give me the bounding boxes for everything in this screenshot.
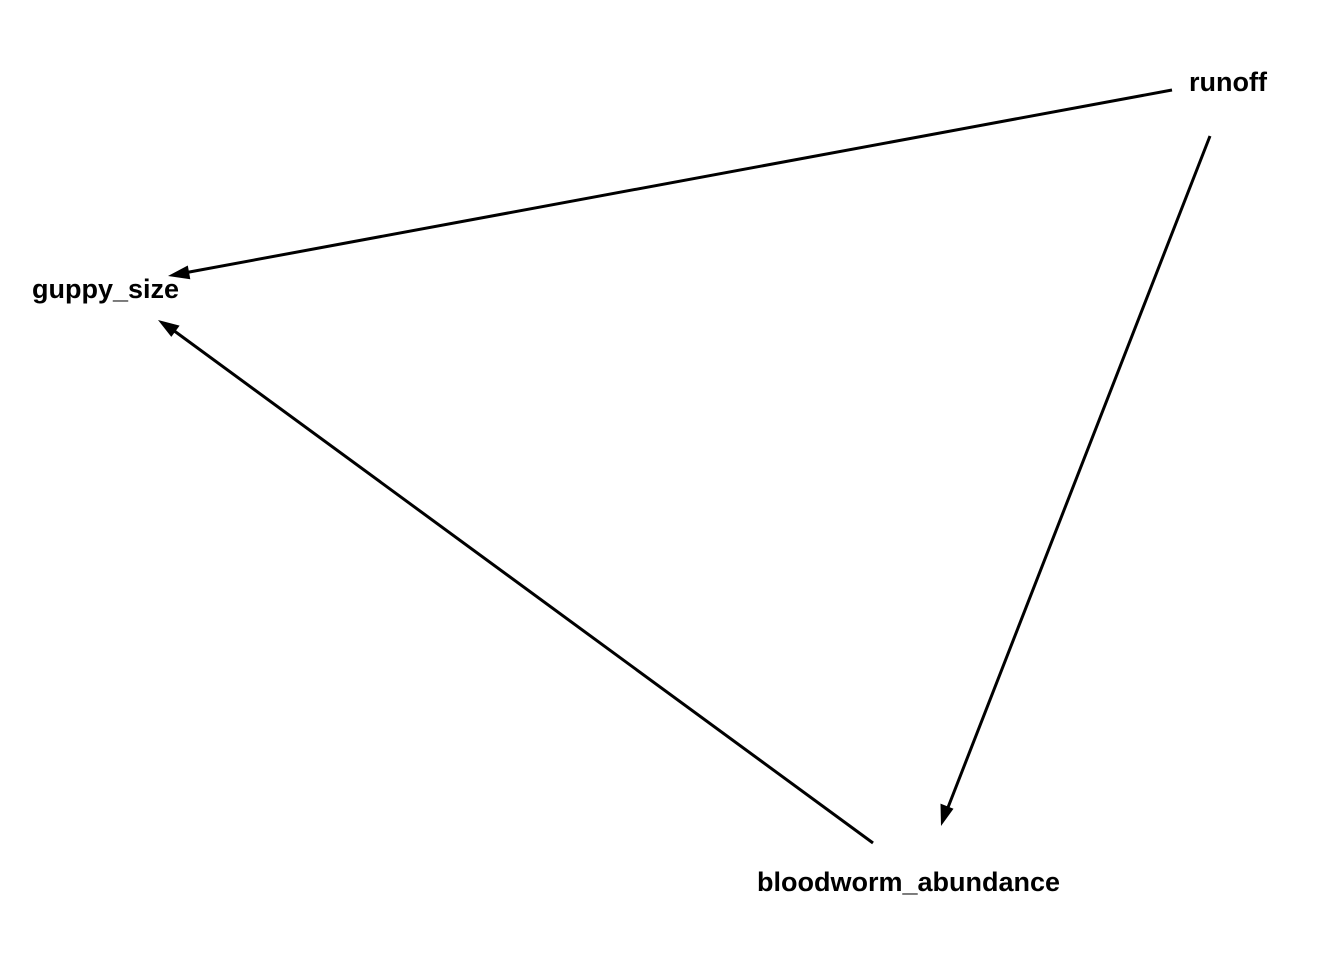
edge-line [172,328,874,845]
node-label-runoff: runoff [1189,67,1268,97]
edge-line [183,88,1173,275]
arrow-head [168,265,191,280]
node-label-guppy-size: guppy_size [32,274,179,304]
edge-bloodworm-abundance-to-guppy-size [158,320,874,845]
arrow-head [940,803,954,826]
edge-runoff-to-bloodworm-abundance [940,135,1212,826]
edge-runoff-to-guppy-size [168,88,1173,280]
node-label-bloodworm-abundance: bloodworm_abundance [757,867,1060,897]
edge-line [945,135,1212,811]
arrow-head [158,320,180,337]
